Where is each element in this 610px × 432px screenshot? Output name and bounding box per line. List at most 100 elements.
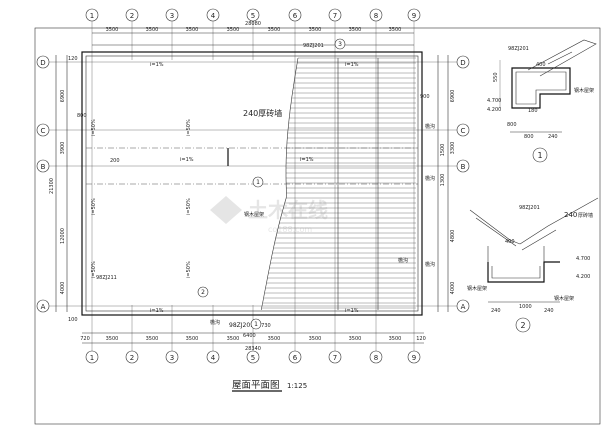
dims-left: 6900 3900 12000 4000 21300 [49, 55, 68, 312]
detail-2-wall: 240 [564, 211, 577, 219]
dim-6400: 6400 [243, 333, 256, 339]
dim-left-1: 6900 [60, 90, 66, 103]
detail-2-dim-3: 4.200 [576, 274, 590, 280]
dim-left-4: 4000 [60, 282, 66, 295]
slope-label-7: i=50% [186, 119, 192, 136]
callout-4: 1 [254, 321, 258, 328]
callout-1: 1 [256, 179, 260, 186]
dims-right: 6900 3300 4800 4000 1500 1300 [437, 55, 456, 312]
detail-2-dim-1: 400 [505, 239, 515, 245]
detail-2-marker: 2 [520, 321, 525, 330]
eave-detail-ref: 98ZJ201 [229, 322, 254, 329]
ridge-note: 钢木屋架 [244, 211, 264, 218]
dim-bottom-6: 3500 [309, 336, 322, 342]
dim-right-minor-2: 1300 [440, 174, 446, 187]
ref-left: 98ZJ211 [96, 275, 117, 281]
grid-col-9: 9 [412, 12, 416, 20]
slope-label-4: i=1% [345, 308, 359, 314]
dim-bottom-4: 3500 [227, 336, 240, 342]
detail-1-dim-3: 4.700 [487, 98, 501, 104]
dim-top-overall: 28080 [245, 21, 261, 27]
misc-200: 200 [110, 158, 120, 164]
grid-row-d-right: D [460, 59, 465, 67]
gutter-label-4: 檐沟 [210, 319, 220, 326]
drawing-title-block: 屋面平面图 1:125 [232, 380, 307, 392]
dim-bottom-3: 3500 [186, 336, 199, 342]
dim-left-overall: 21300 [49, 178, 55, 194]
slope-label-2: i=1% [180, 157, 194, 163]
slope-label-1: i=1% [150, 62, 164, 68]
gutter-label-3: 檐沟 [425, 261, 435, 268]
callout-2: 2 [201, 289, 205, 296]
detail-1-dim-7: 240 [548, 134, 558, 140]
dim-bottom-edge-left: 720 [80, 336, 90, 342]
dim-top-3: 3500 [186, 27, 199, 33]
detail-1-dim-6: 800 [524, 134, 534, 140]
slope-label-11: i=50% [91, 198, 97, 215]
dim-800: 800 [77, 113, 87, 119]
slope-label-12: i=50% [91, 261, 97, 278]
slope-label-9: i=50% [186, 198, 192, 215]
watermark: 土木在线 co188.com [210, 196, 328, 234]
dim-right-3: 4800 [450, 230, 456, 243]
dims-bottom: 720 3500 3500 3500 3500 3500 3500 3500 3… [80, 332, 426, 352]
detail-2-ref: 98ZJ201 [519, 205, 540, 211]
grid-row-d: D [40, 59, 45, 67]
dim-top-6: 3500 [309, 27, 322, 33]
plan-callouts: 1 2 3 1 [197, 38, 346, 330]
grid-col-9-bottom: 9 [412, 354, 416, 362]
grid-col-4: 4 [211, 12, 216, 20]
grid-col-1: 1 [90, 12, 94, 20]
dim-bottom-2: 3500 [146, 336, 159, 342]
detail-1-dim-5: 180 [528, 108, 538, 114]
dim-bottom-8: 3500 [389, 336, 402, 342]
detail-2-wall-note: 厚砖墙 [578, 212, 593, 219]
gutter-label-2: 檐沟 [425, 175, 435, 182]
detail-2-material-2: 钢木屋架 [554, 295, 574, 302]
grid-col-5-bottom: 5 [251, 354, 255, 362]
grid-bubbles-bottom: 1 2 3 4 5 6 7 8 9 [85, 350, 421, 364]
grid-col-4-bottom: 4 [211, 354, 216, 362]
grid-col-3-bottom: 3 [170, 354, 174, 362]
dim-left-3: 12000 [60, 228, 66, 244]
dim-bottom-7: 3500 [349, 336, 362, 342]
drawing-scale: 1:125 [287, 382, 307, 390]
dim-right-4: 4000 [450, 282, 456, 295]
misc-120: 120 [68, 56, 78, 62]
dim-bottom-edge-right: 120 [416, 336, 426, 342]
grid-col-3: 3 [170, 12, 174, 20]
grid-col-5: 5 [251, 12, 255, 20]
grid-col-6: 6 [293, 12, 298, 20]
dim-top-4: 3500 [227, 27, 240, 33]
grid-lines [49, 21, 457, 351]
watermark-url: co188.com [268, 225, 312, 234]
grid-col-6-bottom: 6 [293, 354, 298, 362]
detail-1-dim-8: 800 [507, 122, 517, 128]
drawing-title: 屋面平面图 [232, 380, 280, 391]
slope-label-8: i=50% [186, 261, 192, 278]
slope-label-3: i=1% [150, 308, 164, 314]
grid-row-b: B [41, 163, 46, 171]
dim-bottom-1: 3500 [106, 336, 119, 342]
detail-1-marker: 1 [537, 151, 542, 160]
grid-col-1-bottom: 1 [90, 354, 94, 362]
wall-note: 240厚砖墙 [243, 108, 282, 118]
hatch-boundary [260, 57, 299, 311]
plan-labels: i=1% i=1% i=1% i=1% i=1% i=1% i=50% i=50… [68, 43, 435, 339]
grid-row-b-right: B [461, 163, 466, 171]
detail-2-dim-5: 240 [491, 308, 501, 314]
slope-label-5: i=1% [345, 62, 359, 68]
detail-2-dim-2: 4.700 [576, 256, 590, 262]
dim-900: 900 [420, 94, 430, 100]
grid-bubbles-rows: D C B A D C B A [36, 55, 470, 313]
dim-5730: 5730 [258, 323, 271, 329]
roof-tile-hatch [260, 57, 416, 311]
dim-right-2: 3300 [450, 142, 456, 155]
detail-2-dim-6: 240 [544, 308, 554, 314]
detail-1-material: 钢木屋架 [574, 87, 594, 94]
grid-col-8: 8 [374, 12, 378, 20]
dim-top-8: 3500 [389, 27, 402, 33]
detail-2: 98ZJ201 240 厚砖墙 400 4.700 4.200 1000 240… [467, 197, 599, 333]
grid-bubbles-top: 1 2 3 4 5 6 7 8 9 [85, 8, 421, 22]
